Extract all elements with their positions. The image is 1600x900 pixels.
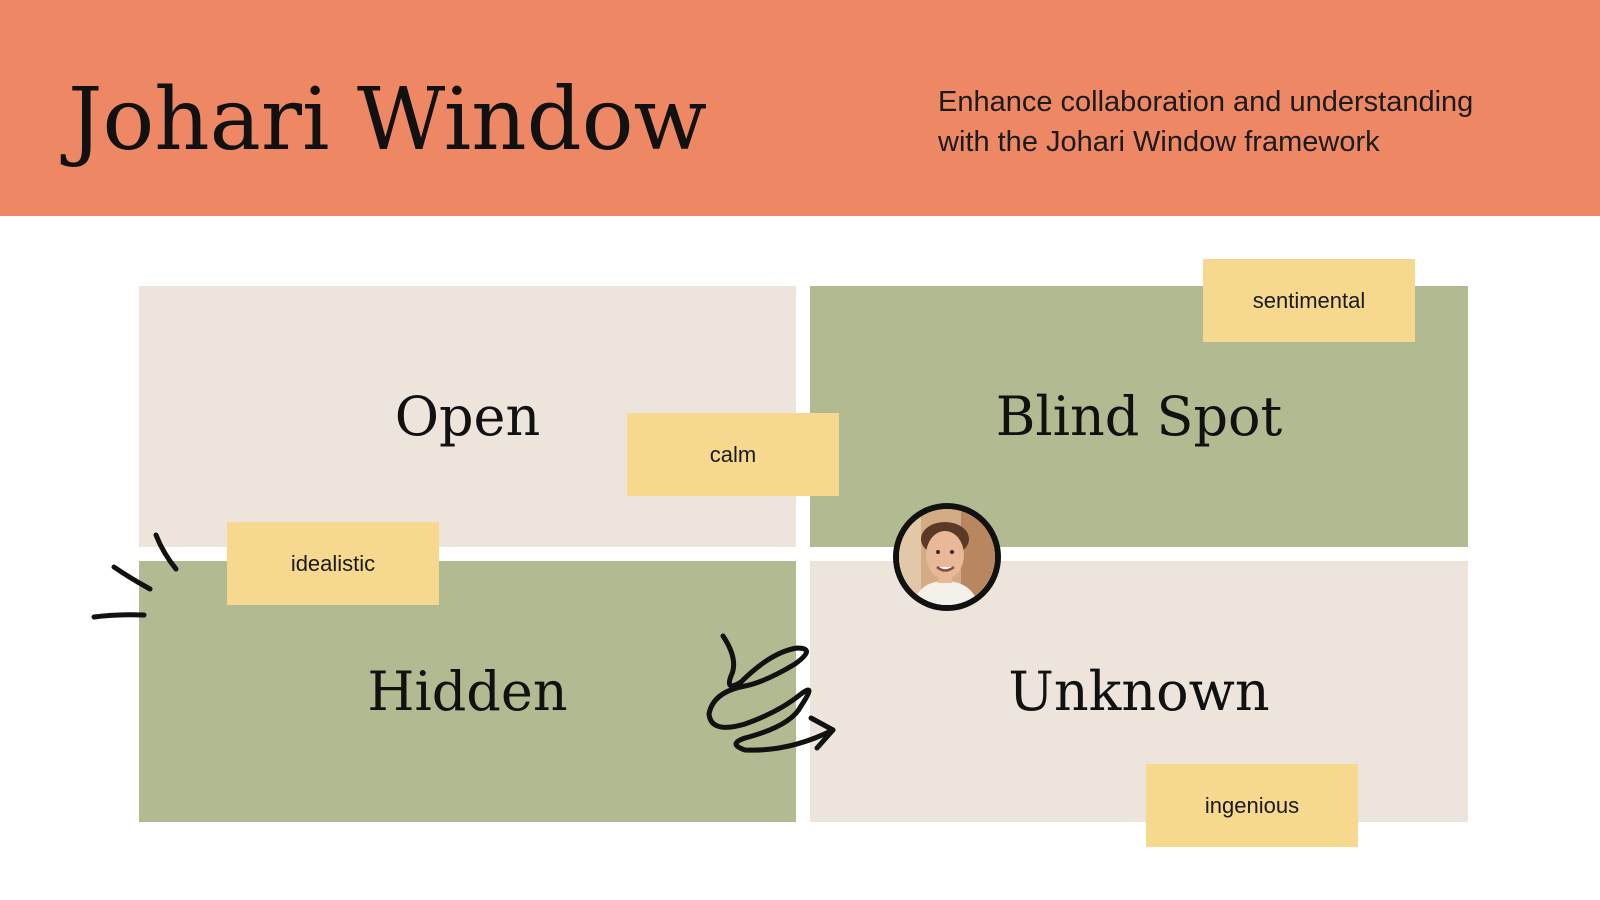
page-title: Johari Window <box>68 70 708 170</box>
avatar-portrait-icon <box>899 509 995 605</box>
page-subtitle: Enhance collaboration and understanding … <box>938 82 1558 162</box>
sticky-note-idealistic[interactable]: idealistic <box>227 522 439 605</box>
subtitle-line-1: Enhance collaboration and understanding <box>938 86 1474 118</box>
quadrant-hidden-label: Hidden <box>367 660 568 723</box>
sticky-note-ingenious[interactable]: ingenious <box>1146 764 1358 847</box>
sparkle-lines-icon <box>91 532 179 620</box>
curly-arrow-icon <box>706 633 836 753</box>
sticky-note-text: calm <box>709 441 757 467</box>
quadrant-unknown-label: Unknown <box>1008 660 1270 723</box>
header-banner: Johari Window Enhance collaboration and … <box>0 0 1600 216</box>
subtitle-line-2: with the Johari Window framework <box>938 126 1380 158</box>
sticky-note-sentimental[interactable]: sentimental <box>1203 259 1415 342</box>
quadrant-blind-spot-label: Blind Spot <box>995 385 1283 448</box>
sticky-note-calm[interactable]: calm <box>627 413 839 496</box>
quadrant-open-label: Open <box>394 385 541 448</box>
quadrant-unknown: Unknown <box>810 561 1468 822</box>
person-avatar <box>893 503 1001 611</box>
sticky-note-text: idealistic <box>290 550 376 576</box>
sticky-note-text: ingenious <box>1204 792 1300 818</box>
sticky-note-text: sentimental <box>1252 287 1366 313</box>
